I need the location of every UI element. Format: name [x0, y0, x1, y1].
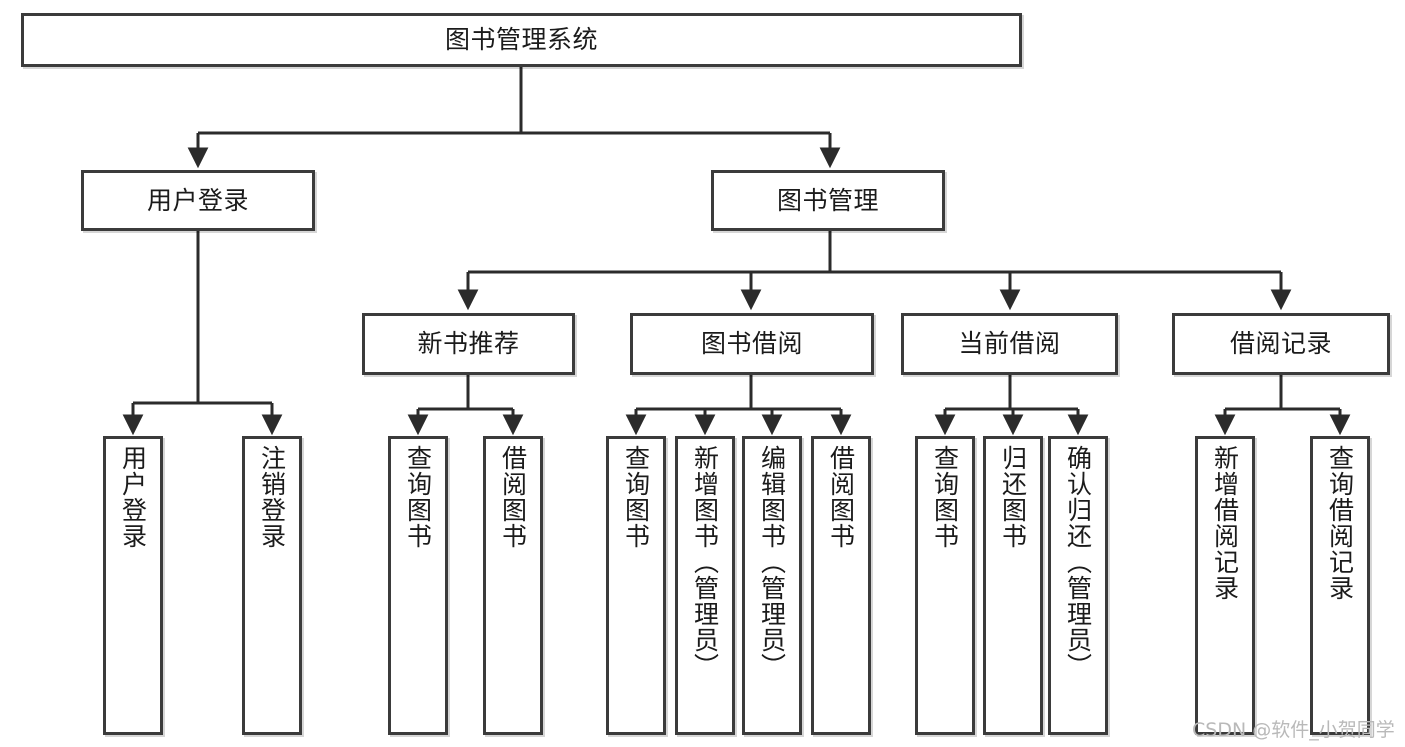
- node-book-borrow-label: 图书借阅: [700, 329, 803, 359]
- leaf-current-query-book[interactable]: 查询图书: [915, 436, 975, 735]
- leaf-label: 确认归还（管理员）: [1063, 445, 1093, 679]
- watermark: CSDN @软件_小贺同学: [1192, 719, 1395, 741]
- leaf-label: 注销登录: [257, 445, 287, 549]
- leaf-borrow-edit-book-admin[interactable]: 编辑图书（管理员）: [742, 436, 802, 735]
- leaf-recommend-borrow-book[interactable]: 借阅图书: [483, 436, 543, 735]
- leaf-current-return-book[interactable]: 归还图书: [983, 436, 1043, 735]
- leaf-label: 借阅图书: [498, 445, 528, 549]
- leaf-borrow-query-book[interactable]: 查询图书: [606, 436, 666, 735]
- node-root[interactable]: 图书管理系统: [21, 13, 1022, 67]
- leaf-label: 用户登录: [118, 445, 148, 549]
- leaf-label: 查询图书: [621, 445, 651, 549]
- leaf-label: 查询借阅记录: [1325, 445, 1355, 601]
- leaf-label: 查询图书: [403, 445, 433, 549]
- leaf-borrow-add-book-admin[interactable]: 新增图书（管理员）: [675, 436, 735, 735]
- leaf-recommend-query-book[interactable]: 查询图书: [388, 436, 448, 735]
- node-root-label: 图书管理系统: [444, 25, 598, 55]
- leaf-label: 借阅图书: [826, 445, 856, 549]
- leaf-user-login-signin[interactable]: 用户登录: [103, 436, 163, 735]
- leaf-label: 编辑图书（管理员）: [757, 445, 787, 679]
- leaf-label: 归还图书: [998, 445, 1028, 549]
- leaf-record-add-record[interactable]: 新增借阅记录: [1195, 436, 1255, 735]
- node-borrow-record[interactable]: 借阅记录: [1172, 313, 1390, 375]
- node-book-management[interactable]: 图书管理: [711, 170, 945, 231]
- node-borrow-record-label: 借阅记录: [1229, 329, 1332, 359]
- node-current-borrow[interactable]: 当前借阅: [901, 313, 1118, 375]
- node-current-borrow-label: 当前借阅: [958, 329, 1061, 359]
- leaf-user-login-signout[interactable]: 注销登录: [242, 436, 302, 735]
- node-user-login-label: 用户登录: [146, 185, 249, 215]
- leaf-borrow-borrow-book[interactable]: 借阅图书: [811, 436, 871, 735]
- node-book-management-label: 图书管理: [776, 185, 879, 215]
- leaf-label: 查询图书: [930, 445, 960, 549]
- node-user-login[interactable]: 用户登录: [81, 170, 315, 231]
- leaf-label: 新增借阅记录: [1210, 445, 1240, 601]
- node-new-book-recommend[interactable]: 新书推荐: [362, 313, 575, 375]
- node-new-book-recommend-label: 新书推荐: [417, 329, 520, 359]
- leaf-record-query-record[interactable]: 查询借阅记录: [1310, 436, 1370, 735]
- leaf-label: 新增图书（管理员）: [690, 445, 720, 679]
- leaf-current-confirm-return-admin[interactable]: 确认归还（管理员）: [1048, 436, 1108, 735]
- node-book-borrow[interactable]: 图书借阅: [630, 313, 874, 375]
